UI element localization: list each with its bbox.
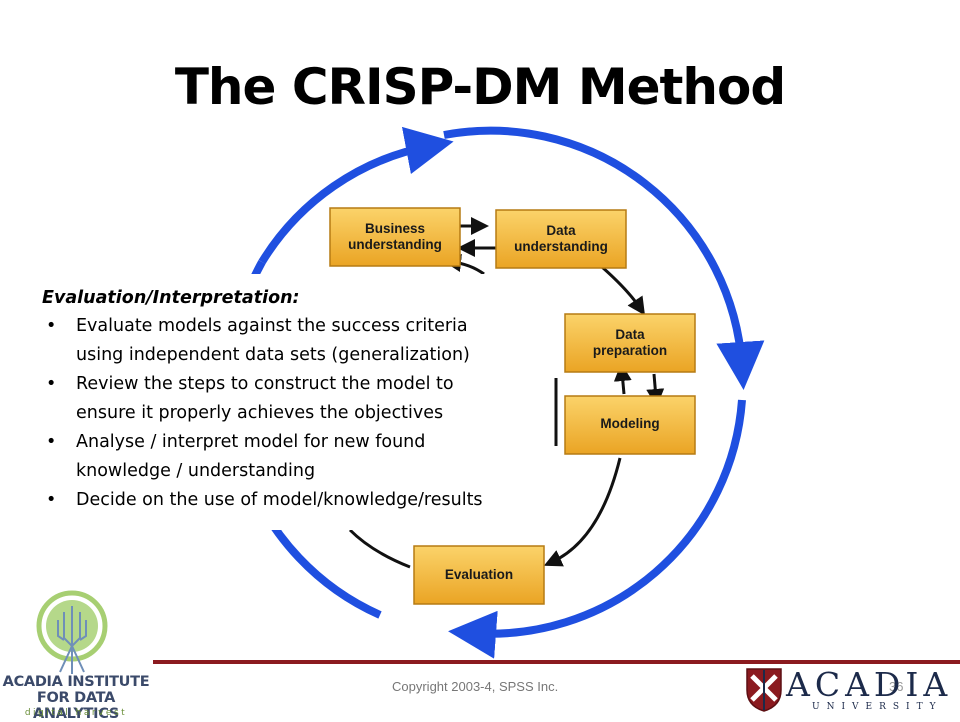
- box-data-preparation: Data preparation: [564, 313, 696, 373]
- slide-title: The CRISP-DM Method: [174, 58, 786, 116]
- bullet-item: Analyse / interpret model for new found …: [42, 428, 564, 486]
- tree-icon: [36, 590, 108, 674]
- bullet-list: Evaluate models against the success crit…: [42, 312, 552, 515]
- box-data-understanding: Data understanding: [495, 209, 627, 269]
- bullet-item: Evaluate models against the success crit…: [42, 312, 564, 370]
- arrow-evaluation-to-business: [348, 528, 411, 569]
- page-number: 36: [889, 679, 904, 694]
- box-label-line: Business: [365, 221, 425, 236]
- box-label-line: preparation: [593, 343, 667, 358]
- arrow-data-to-preparation: [601, 265, 645, 316]
- evaluation-text-panel: Evaluation/Interpretation: Evaluate mode…: [34, 274, 552, 530]
- box-label-line: understanding: [514, 239, 608, 254]
- bullet-item: Review the steps to construct the model …: [42, 370, 564, 428]
- cycle-arrow-bottom: [448, 399, 746, 659]
- box-modeling: Modeling: [564, 395, 696, 455]
- box-label-line: Evaluation: [445, 567, 513, 582]
- copyright-text: Copyright 2003-4, SPSS Inc.: [392, 679, 559, 694]
- logo-org-line: ACADIA INSTITUTE: [2, 674, 150, 690]
- arrow-preparation-to-modeling: [646, 373, 665, 407]
- bullet-line: Decide on the use of model/knowledge/res…: [76, 490, 483, 510]
- bullet-line: using independent data sets (generalizat…: [76, 345, 470, 365]
- bullet-line: Evaluate models against the success crit…: [76, 316, 468, 336]
- acadia-institute-logo: ACADIA INSTITUTE FOR DATA ANALYTICS digi…: [0, 588, 152, 722]
- box-label-line: Modeling: [600, 416, 659, 431]
- arrow-modeling-to-evaluation: [543, 457, 622, 567]
- logo-org-line: FOR DATA ANALYTICS: [33, 690, 119, 722]
- logo-word: ACADIA: [786, 665, 953, 704]
- cycle-arrow-upper-left: [258, 126, 454, 265]
- cycle-arrow-top-right: [443, 126, 765, 390]
- bullet-line: knowledge / understanding: [76, 461, 316, 481]
- logo-tagline: digital harvest: [24, 708, 128, 718]
- acadia-university-logo: ACADIA UNIVERSITY: [742, 664, 952, 714]
- box-label-line: Data: [546, 223, 576, 238]
- bullet-line: Analyse / interpret model for new found: [76, 432, 426, 452]
- panel-heading: Evaluation/Interpretation:: [42, 288, 300, 308]
- footer-rule: [153, 660, 960, 664]
- box-business-understanding: Business understanding: [329, 207, 461, 267]
- box-label-line: Data: [615, 327, 645, 342]
- bullet-line: Review the steps to construct the model …: [76, 374, 454, 394]
- bullet-item: Decide on the use of model/knowledge/res…: [42, 486, 564, 515]
- bullet-line: ensure it properly achieves the objectiv…: [76, 403, 444, 423]
- shield-icon: [746, 668, 782, 712]
- box-evaluation: Evaluation: [413, 545, 545, 605]
- box-label-line: understanding: [348, 237, 442, 252]
- arrow-modeling-to-preparation: [613, 363, 632, 395]
- logo-subword: UNIVERSITY: [812, 702, 943, 712]
